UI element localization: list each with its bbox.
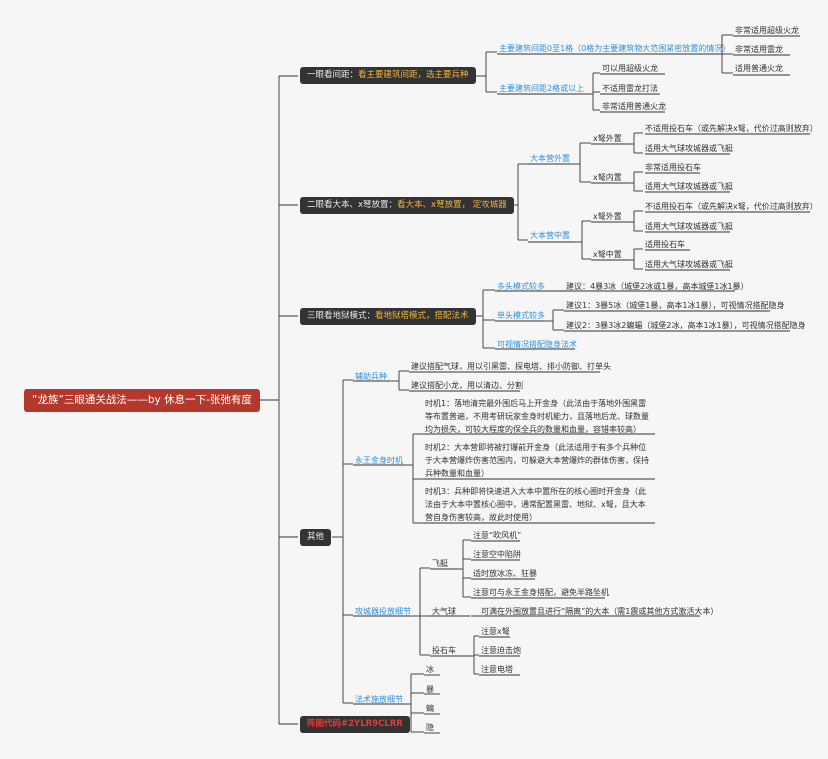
leaf: 蝙 xyxy=(426,704,434,713)
leaf: 可满在外围放置且进行“隔离”的大本（需1震或其他方式激活大本） xyxy=(481,607,719,616)
group-label: 投石车 xyxy=(432,646,456,655)
leaf: 注意x弩 xyxy=(481,627,510,636)
th-center-label: 大本营中置 xyxy=(530,231,570,240)
timing-3: 时机3：兵种即将快速进入大本中置所在的核心圈时开金身（此法由于大本中置核心圈中，… xyxy=(425,487,647,522)
leaf: 非常适用超级火龙 xyxy=(735,26,799,35)
warden-timing-label: 永王金身时机 xyxy=(355,456,403,465)
leaf: 注意迫击炮 xyxy=(481,646,521,655)
root-node: “龙族”三眼通关战法——by 休息一下-张弛有度 xyxy=(24,389,260,412)
leaf: 非常适用投石车 xyxy=(645,163,701,172)
leaf: 适用大气球攻城器或飞艇 xyxy=(645,222,733,231)
leaf: 适用大气球攻城器或飞艇 xyxy=(645,182,733,191)
leaf: 非常适用普通火龙 xyxy=(602,102,666,111)
leaf: 暴 xyxy=(426,685,434,694)
spacing-0-1-label: 主要建筑间距0至1格（0格为主要建筑物大范围紧密放置的情况） xyxy=(499,44,731,53)
leaf: 适时放冰冻、狂暴 xyxy=(473,569,537,578)
leaf: 建议2：3暴3冰2蝙蝠（城堡2冰，高本1冰1暴），可视情况搭配隐身 xyxy=(566,321,806,330)
branch-inferno: 三眼看地狱模式：看地狱塔模式，搭配法术 xyxy=(300,308,476,325)
branch-placement: 二眼看大本、x弩放置：看大本、x弩放置， 定攻城器 xyxy=(300,197,514,214)
branch-other: 其他 xyxy=(300,529,332,546)
group-label: 大气球 xyxy=(432,607,456,616)
leaf: 建议搭配小龙，用以清边、分割 xyxy=(411,381,523,390)
timing-2: 时机2：大本营即将被打爆前开金身（此法适用于有多个兵种位于大本营爆炸伤害范围内，… xyxy=(425,443,649,478)
support-troops-label: 辅助兵种 xyxy=(355,372,387,381)
leaf: 建议：4暴3冰（城堡2冰或1暴，高本城堡1冰1暴） xyxy=(566,282,749,291)
leaf: 不适用投石车（或先解决x弩，代价过高则放弃） xyxy=(645,202,818,211)
leaf: 隐 xyxy=(426,723,434,732)
group-label: x弩内置 xyxy=(593,173,622,182)
timing-1: 时机1：落地清完最外围后马上开金身（此法由于落地外围黑雷等布置普遍，不用考研玩家… xyxy=(425,399,649,434)
single-mode-label: 单头模式较多 xyxy=(497,311,545,320)
spacing-2plus-label: 主要建筑间距2格或以上 xyxy=(499,84,585,93)
base-code: 阵图代码#2YLR9CLRR xyxy=(300,716,410,733)
leaf: 注意电塔 xyxy=(481,665,513,674)
group-label: x弩中置 xyxy=(593,250,622,259)
leaf: 不适用投石车（或先解决x弩，代价过高则放弃） xyxy=(645,124,818,133)
group-label: 飞艇 xyxy=(432,559,448,568)
leaf: 建议搭配气球，用以引黑雷、探电塔、排小防御、打单头 xyxy=(411,362,611,371)
branch-spacing: 一眼看间距：看主要建筑间距，选主要兵种 xyxy=(300,67,476,84)
leaf: 适用投石车 xyxy=(645,240,685,249)
leaf: 冰 xyxy=(426,665,434,674)
leaf: 建议1：3暴5冰（城堡1暴，高本1冰1暴），可视情况搭配隐身 xyxy=(566,301,785,310)
spell-detail-label: 法术施放细节 xyxy=(355,695,403,704)
leaf: 适用大气球攻城器或飞艇 xyxy=(645,144,733,153)
invis-label: 可视情况搭配隐身法术 xyxy=(497,340,577,349)
leaf: 注意空中陷阱 xyxy=(473,550,521,559)
leaf: 注意“吹风机” xyxy=(473,531,522,540)
group-label: x弩外置 xyxy=(593,212,622,221)
leaf: 可以用超级火龙 xyxy=(602,64,658,73)
multi-mode-label: 多头模式较多 xyxy=(497,282,545,291)
leaf: 非常适用雷龙 xyxy=(735,45,783,54)
siege-detail-label: 攻城器投放细节 xyxy=(355,607,411,616)
group-label: x弩外置 xyxy=(593,134,622,143)
th-outside-label: 大本营外置 xyxy=(530,154,570,163)
leaf: 注意可与永王金身搭配，避免半路坠机 xyxy=(473,588,609,597)
leaf: 不适用雷龙打法 xyxy=(602,84,658,93)
leaf: 适用普通火龙 xyxy=(735,64,783,73)
leaf: 适用大气球攻城器或飞艇 xyxy=(645,260,733,269)
